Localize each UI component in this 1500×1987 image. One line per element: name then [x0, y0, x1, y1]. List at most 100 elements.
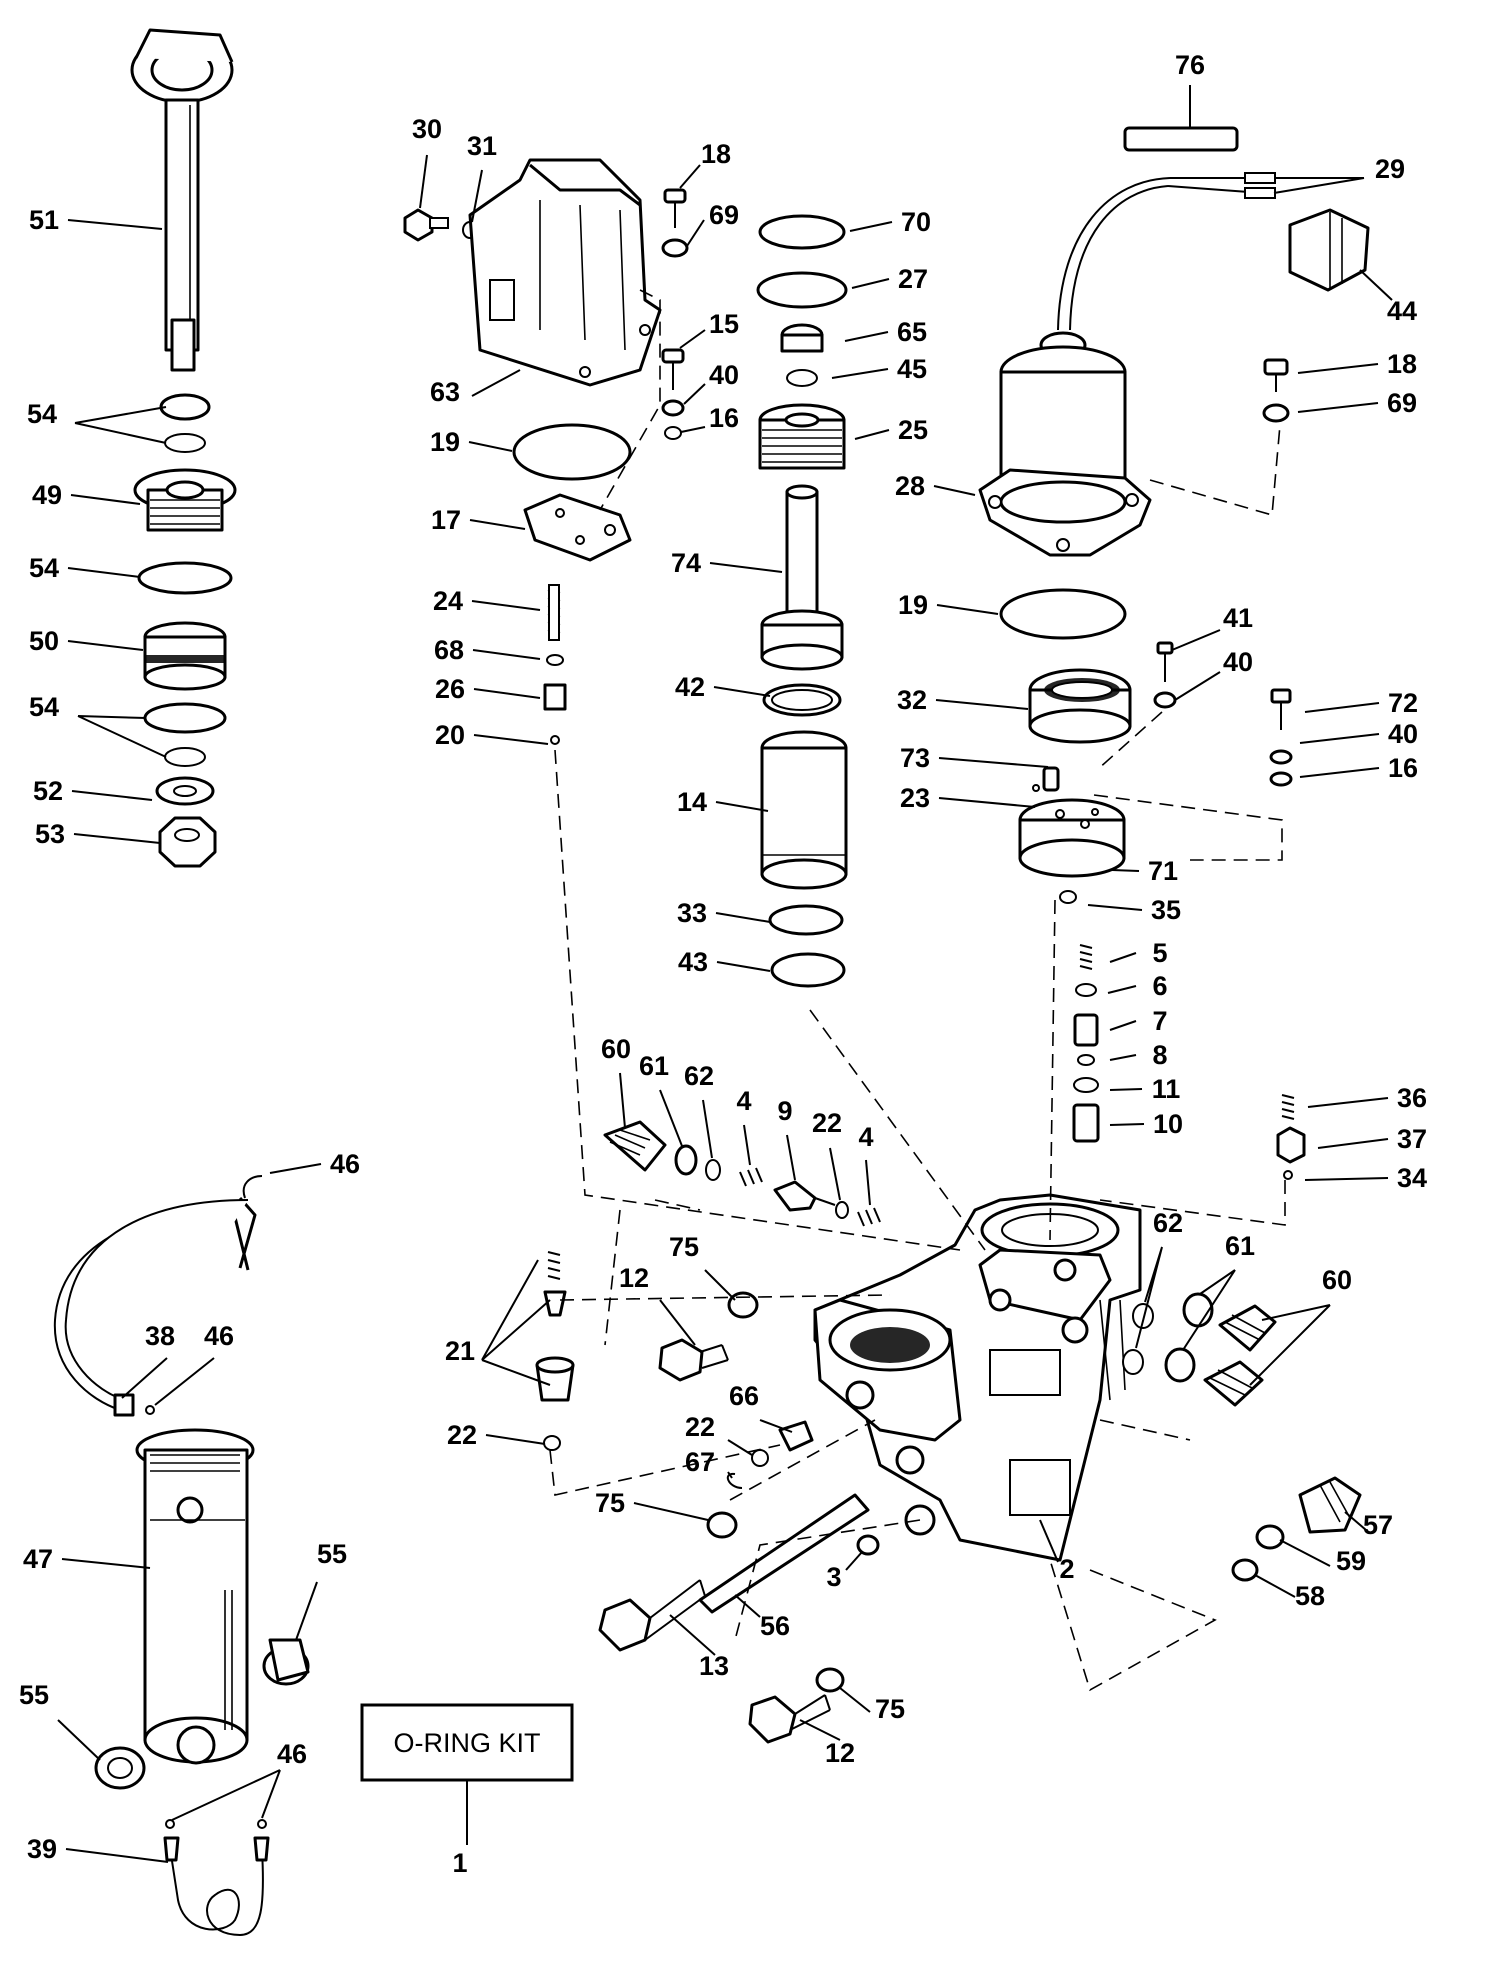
part-callout-44: 44 [1387, 296, 1417, 326]
callout-leader [469, 519, 526, 530]
part-callout-12: 12 [825, 1738, 855, 1768]
part-callout-67: 67 [685, 1447, 715, 1477]
part-callout-68: 68 [434, 635, 464, 665]
part-callout-43: 43 [678, 947, 708, 977]
part-callout-10: 10 [1153, 1109, 1183, 1139]
callout-leader [71, 790, 153, 801]
part-callout-34: 34 [1397, 1163, 1427, 1193]
o-ring-kit-box [360, 1703, 574, 1782]
part-callout-63: 63 [430, 377, 460, 407]
part-callout-31: 31 [467, 131, 497, 161]
part-callout-40: 40 [709, 360, 739, 390]
part-callout-61: 61 [1225, 1231, 1255, 1261]
part-callout-7: 7 [1152, 1006, 1167, 1036]
part-callout-65: 65 [897, 317, 927, 347]
assembly-guide-lines [549, 289, 1286, 1692]
part-callout-22: 22 [812, 1108, 842, 1138]
part-callout-33: 33 [677, 898, 707, 928]
part-callout-45: 45 [897, 354, 927, 384]
callout-leader [485, 1434, 546, 1445]
leader-lines [57, 85, 1393, 1821]
part-callout-60: 60 [1322, 1265, 1352, 1295]
callout-leader [67, 219, 163, 230]
part-callout-49: 49 [32, 480, 62, 510]
reservoir-cover-assembly [403, 158, 689, 745]
part-callout-60: 60 [601, 1034, 631, 1064]
callout-leader [938, 757, 1049, 768]
part-callout-70: 70 [901, 207, 931, 237]
callout-leader [473, 688, 541, 699]
part-callout-21: 21 [445, 1336, 475, 1366]
part-callout-29: 29 [1375, 154, 1405, 184]
part-callout-54: 54 [29, 692, 59, 722]
callout-leader [61, 1558, 151, 1569]
part-callout-58: 58 [1295, 1581, 1325, 1611]
callout-leader [1111, 869, 1140, 872]
part-callout-14: 14 [677, 787, 707, 817]
part-callout-17: 17 [431, 505, 461, 535]
part-callout-24: 24 [433, 586, 463, 616]
part-callout-4: 4 [858, 1122, 873, 1152]
callout-leader [1297, 402, 1379, 413]
callout-leader [1109, 1020, 1137, 1031]
part-callout-61: 61 [639, 1051, 669, 1081]
callout-leader [67, 567, 141, 578]
part-callout-46: 46 [330, 1149, 360, 1179]
manual-release-valve-parts [535, 1120, 881, 1744]
part-callout-75: 75 [875, 1694, 905, 1724]
part-callout-16: 16 [709, 403, 739, 433]
piston-rod-assembly [130, 28, 237, 868]
callout-leader [633, 1502, 709, 1521]
callout-leader [1297, 363, 1379, 374]
callout-leader [715, 912, 771, 923]
callout-leader [1087, 904, 1143, 911]
part-callout-16: 16 [1388, 753, 1418, 783]
callout-leader [269, 1163, 322, 1174]
part-callout-54: 54 [27, 399, 57, 429]
part-callout-15: 15 [709, 309, 739, 339]
callout-leader [1307, 1097, 1389, 1108]
tilt-cylinder-assembly [53, 1175, 310, 1937]
o-ring-kit-label: O-RING KIT [394, 1728, 541, 1758]
part-callout-73: 73 [900, 743, 930, 773]
part-callout-3: 3 [826, 1562, 841, 1592]
part-callout-40: 40 [1223, 647, 1253, 677]
part-callout-28: 28 [895, 471, 925, 501]
callout-leader [1107, 985, 1137, 994]
part-callout-76: 76 [1175, 50, 1205, 80]
part-callout-69: 69 [709, 200, 739, 230]
part-callout-25: 25 [898, 415, 928, 445]
callout-leader [1299, 733, 1380, 744]
part-callout-62: 62 [684, 1061, 714, 1091]
callout-leader [936, 604, 999, 615]
part-callout-52: 52 [33, 776, 63, 806]
callout-leader [65, 1848, 169, 1863]
callout-leader [933, 485, 976, 496]
part-callout-51: 51 [29, 205, 59, 235]
part-callout-50: 50 [29, 626, 59, 656]
callout-leader [471, 600, 541, 611]
callout-leader [1317, 1138, 1389, 1149]
part-callout-23: 23 [900, 783, 930, 813]
part-callout-47: 47 [23, 1544, 53, 1574]
part-callout-18: 18 [1387, 349, 1417, 379]
part-callout-18: 18 [701, 139, 731, 169]
part-callout-42: 42 [675, 672, 705, 702]
part-callout-46: 46 [204, 1321, 234, 1351]
callout-leader [935, 699, 1029, 710]
part-callout-36: 36 [1397, 1083, 1427, 1113]
callout-leader [472, 649, 541, 660]
part-callout-75: 75 [669, 1232, 699, 1262]
part-callout-32: 32 [897, 685, 927, 715]
part-callout-41: 41 [1223, 603, 1253, 633]
o-ring-kit-callout: O-RING KIT 1 [360, 1703, 574, 1878]
pump-piston-assembly [756, 214, 848, 988]
callout-leader [67, 640, 144, 651]
callout-leader [70, 494, 141, 505]
part-callout-75: 75 [595, 1488, 625, 1518]
callout-leader [709, 562, 783, 573]
part-callout-71: 71 [1148, 856, 1178, 886]
part-callout-6: 6 [1152, 971, 1167, 1001]
